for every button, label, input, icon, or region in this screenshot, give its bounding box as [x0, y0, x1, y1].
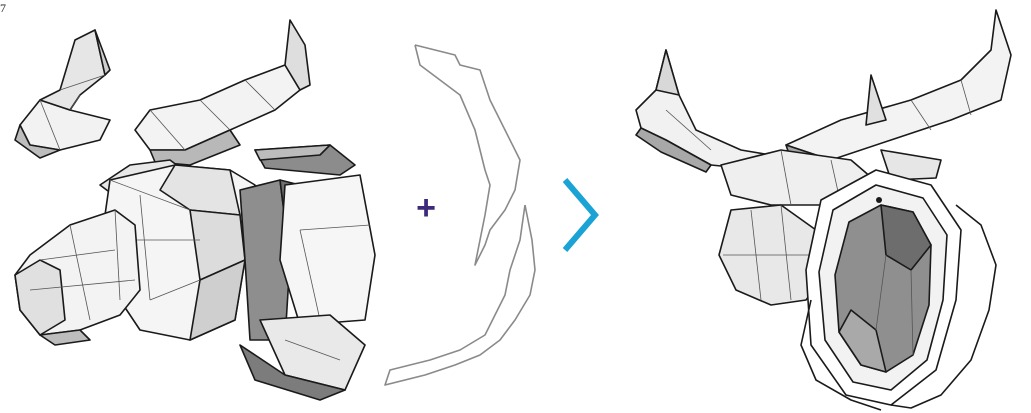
- upper-outline-piece: [415, 45, 520, 265]
- cheek-plate: [280, 175, 375, 325]
- chevron-right-icon: [553, 170, 613, 260]
- left-antler: [15, 30, 110, 158]
- right-antler: [135, 20, 310, 165]
- assembled-right-antler: [786, 10, 1011, 170]
- assembled-moose-head-illustration: [611, 0, 1031, 413]
- exploded-moose-head-illustration: [0, 0, 380, 413]
- mount-frame: [806, 170, 961, 405]
- snout: [15, 210, 140, 345]
- lower-outline-piece: [385, 205, 535, 385]
- assembled-left-antler: [636, 50, 771, 172]
- assembled-snout: [719, 205, 821, 305]
- frame-outline-pieces: [380, 0, 550, 413]
